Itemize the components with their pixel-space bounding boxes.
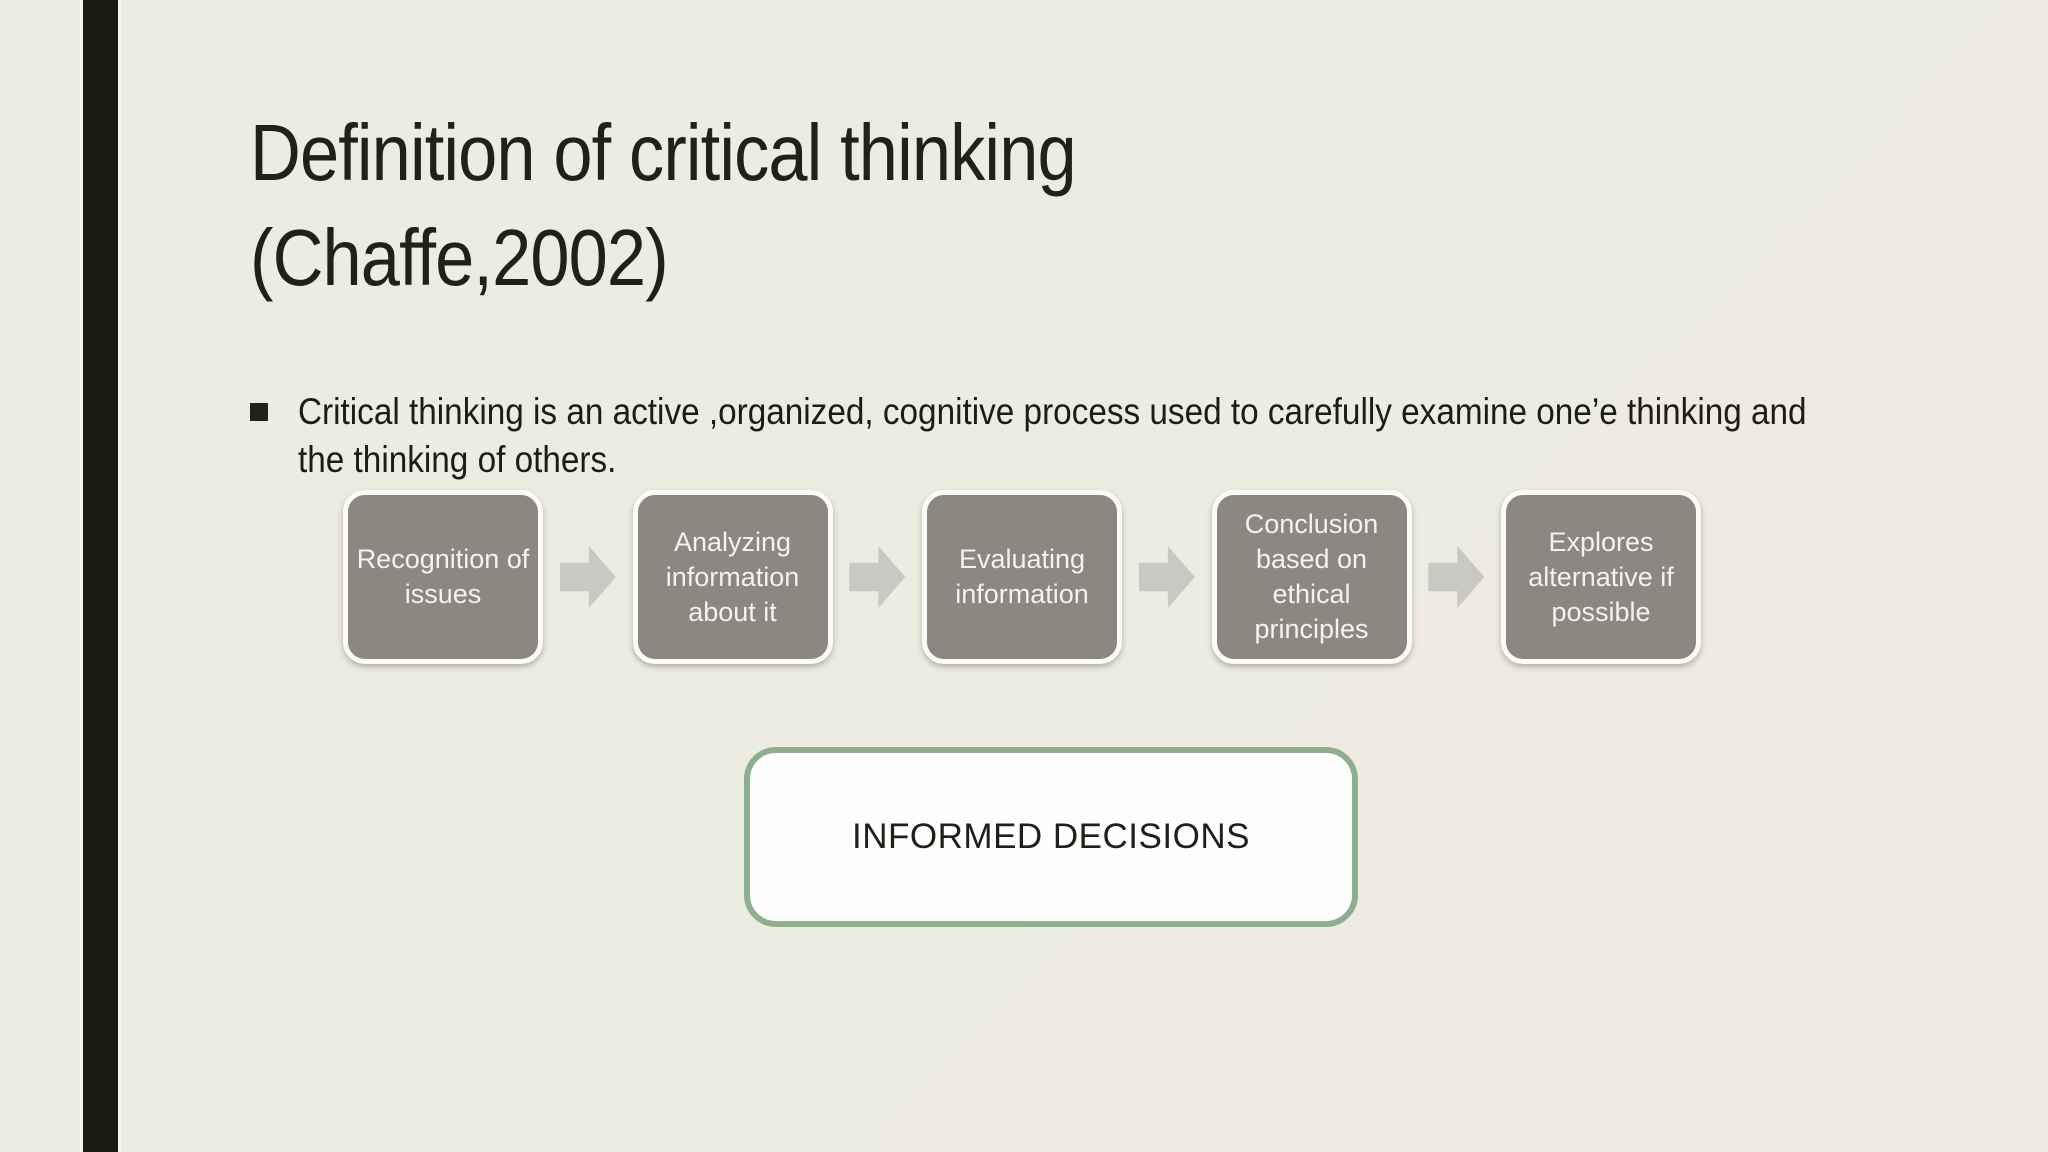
arrow-right-icon (849, 546, 906, 608)
process-step-label: Recognition of issues (356, 544, 530, 609)
process-step-explores: Explores alternative if possible (1501, 490, 1701, 664)
arrow-right-icon (1428, 546, 1485, 608)
process-flow-diagram: Recognition of issues Analyzing informat… (343, 490, 1701, 664)
bullet-text: Critical thinking is an active ,organize… (298, 391, 1807, 480)
slide-title-line-1: Definition of critical thinking (250, 108, 1077, 197)
arrow-right-icon (1138, 546, 1195, 608)
informed-decisions-label: INFORMED DECISIONS (852, 817, 1250, 856)
process-step-label: Evaluating information (955, 544, 1089, 609)
slide-title: Definition of critical thinking (Chaffe,… (250, 100, 1482, 310)
process-step-evaluating: Evaluating information (922, 490, 1122, 664)
process-step-recognition: Recognition of issues (343, 490, 543, 664)
process-step-label: Conclusion based on ethical principles (1244, 509, 1379, 644)
process-step-label: Analyzing information about it (665, 526, 800, 627)
bullet-item: Critical thinking is an active ,organize… (250, 388, 1990, 484)
process-step-label: Explores alternative if possible (1528, 526, 1674, 627)
informed-decisions-box: INFORMED DECISIONS (744, 747, 1358, 927)
process-step-analyzing: Analyzing information about it (632, 490, 833, 664)
arrow-right-icon (559, 546, 616, 608)
bullet-square-icon (250, 403, 268, 421)
process-step-conclusion: Conclusion based on ethical principles (1211, 490, 1412, 664)
left-accent-bar (80, 0, 121, 1152)
slide-title-line-2: (Chaffe,2002) (250, 213, 669, 302)
